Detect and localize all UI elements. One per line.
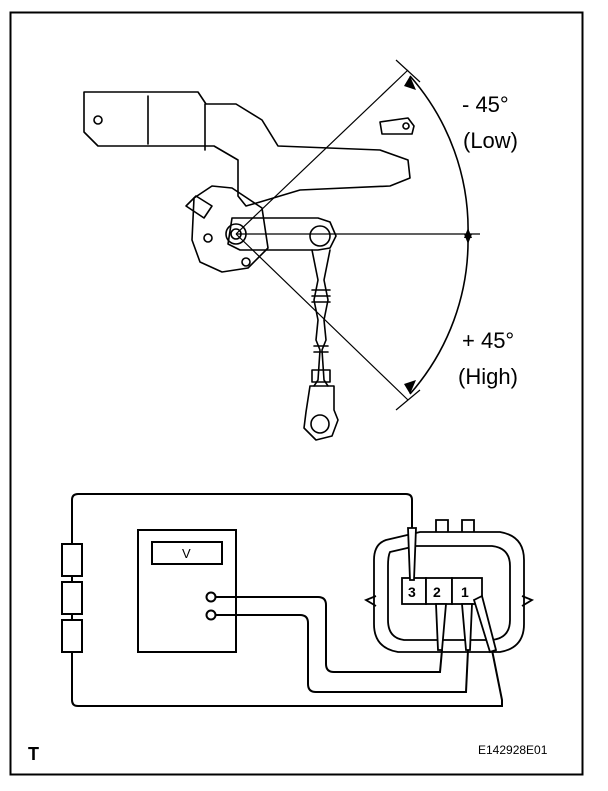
figure-code: E142928E01 xyxy=(478,743,548,757)
angle-arc xyxy=(409,75,469,395)
voltmeter-display xyxy=(151,541,223,565)
high-label-text: (High) xyxy=(458,364,518,389)
circuit xyxy=(61,493,503,707)
connector-pin-1: 1 xyxy=(461,584,469,600)
battery-cell-2 xyxy=(61,581,83,615)
arrowhead-high xyxy=(404,380,416,394)
power-wire xyxy=(71,493,503,707)
low-label-text: (Low) xyxy=(463,128,518,153)
battery-cell-3 xyxy=(61,619,83,653)
arrowhead-low xyxy=(404,76,416,90)
corner-mark: T xyxy=(28,744,39,764)
high-angle-text: + 45° xyxy=(462,328,514,353)
mounting-bracket xyxy=(83,91,411,207)
outer-border xyxy=(9,11,584,776)
connector-outer-shell xyxy=(373,531,525,653)
sensor-body xyxy=(191,185,269,273)
bracket-hole xyxy=(93,115,103,125)
lead-negative xyxy=(216,614,469,693)
lower-link-eye xyxy=(303,385,339,441)
connector-pin-3: 3 xyxy=(408,584,416,600)
voltmeter-label: V xyxy=(182,546,191,561)
low-limit-line xyxy=(235,69,409,235)
connector-pin-2: 2 xyxy=(433,584,441,600)
low-angle-text: - 45° xyxy=(462,92,509,117)
voltmeter-terminal-pos xyxy=(205,591,217,603)
battery-cell-1 xyxy=(61,543,83,577)
sensor-lever xyxy=(227,217,337,251)
sensor-connector xyxy=(363,519,535,654)
link-rod xyxy=(311,249,321,387)
angle-reference xyxy=(235,59,480,411)
lead-positive xyxy=(216,596,443,673)
high-limit-line xyxy=(235,233,409,401)
sensor-assembly xyxy=(83,91,415,441)
voltmeter-terminal-neg xyxy=(205,609,217,621)
